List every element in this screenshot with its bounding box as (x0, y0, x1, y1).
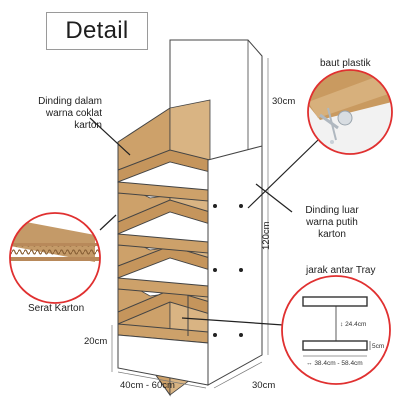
base-front (117, 334, 209, 386)
bolt-zoom (307, 69, 393, 155)
fiber-zoom (9, 212, 101, 304)
page-title: Detail (65, 17, 129, 44)
inner-wall-label: Dinding dalam warna coklat karton (38, 96, 102, 131)
tray-thickness-label: 5cm (372, 343, 385, 350)
tray-width-label: ↔ 38.4cm - 58.4cm (306, 360, 363, 367)
leader-lines (89, 117, 319, 327)
width-label: 40cm - 60cm (120, 380, 175, 391)
top-height-label: 30cm (272, 96, 296, 107)
bolt-dots (213, 204, 243, 337)
outer-wall-label: Dinding luar warna putih karton (305, 205, 359, 240)
tray-zoom (281, 275, 391, 385)
bottom-height-label: 20cm (84, 336, 108, 347)
tray-spacing-label: jarak antar Tray (306, 265, 376, 276)
depth-label: 30cm (252, 380, 276, 391)
dimension-lines (111, 58, 269, 389)
fiber-label: Serat Karton (28, 303, 85, 314)
outer-wall-right (207, 145, 263, 386)
bolt-label: baut plastik (320, 58, 371, 69)
total-height-label: 120cm (261, 221, 272, 250)
title-box: Detail (46, 12, 148, 50)
shelf-fronts (117, 181, 209, 344)
tray-gap-label: ↕ 24.4cm (340, 321, 367, 328)
